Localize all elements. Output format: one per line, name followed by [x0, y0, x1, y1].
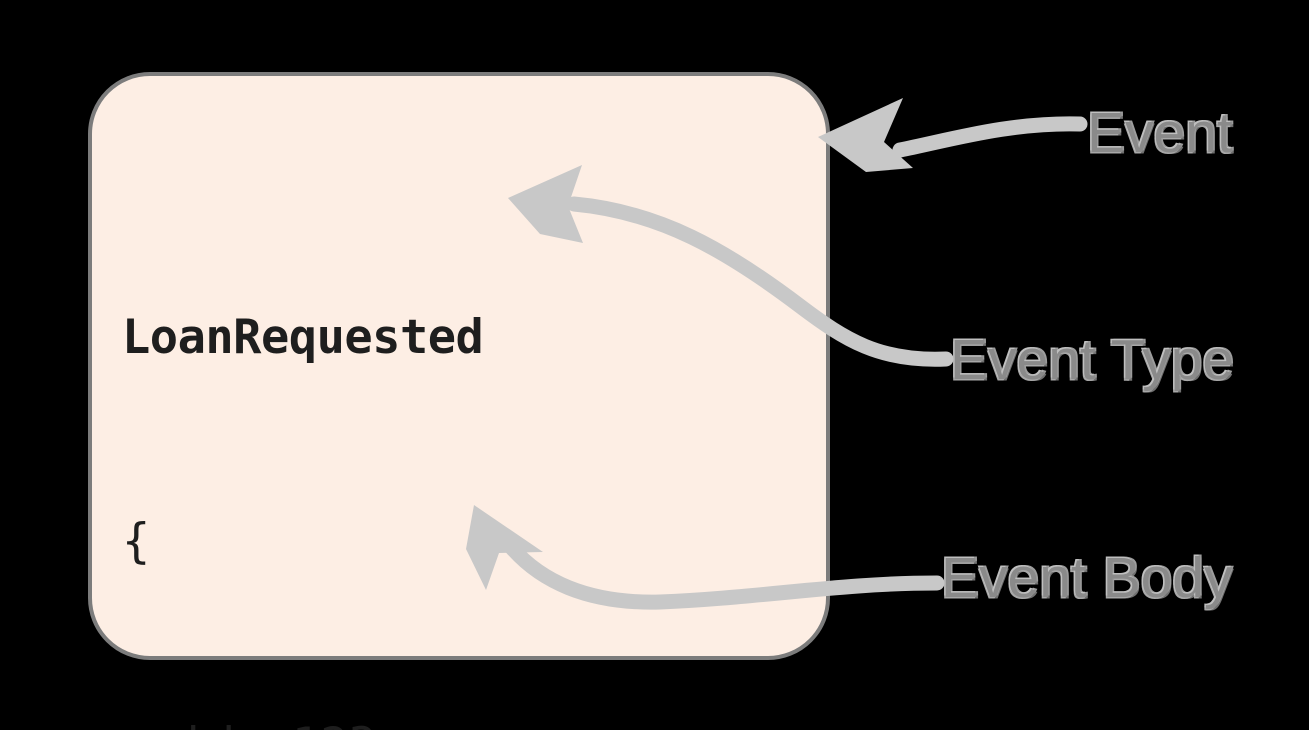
- callout-label-event-body: Event Body: [941, 546, 1233, 610]
- event-arrowhead-icon: [818, 98, 913, 172]
- callout-label-event-type: Event Type: [950, 328, 1235, 392]
- event-type-line: LoanRequested: [122, 310, 484, 365]
- callout-label-event: Event: [1087, 101, 1233, 165]
- event-code-block: LoanRequested { id: 123, amount: 100, bo…: [122, 168, 816, 730]
- event-body-open-brace: {: [122, 514, 151, 569]
- event-arrow: [818, 98, 1088, 172]
- event-card: LoanRequested { id: 123, amount: 100, bo…: [88, 72, 830, 730]
- event-body-field-id: id: 123,: [122, 712, 816, 730]
- event-arrow-line: [892, 116, 1088, 158]
